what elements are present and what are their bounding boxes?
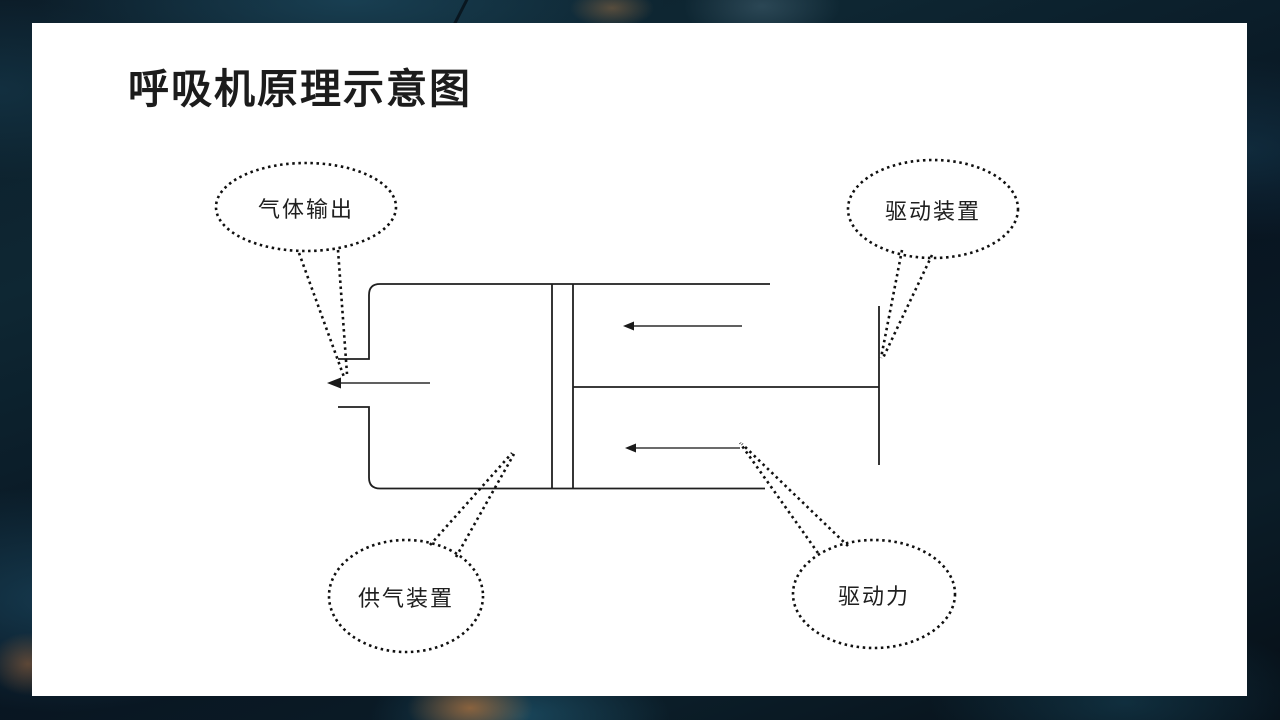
drive-device-callout-bubble — [846, 158, 1020, 260]
gas-output-callout-tail-right — [336, 249, 349, 375]
upper-flow-arrow-head — [623, 321, 634, 331]
gas-supply-callout-tail-left — [429, 452, 513, 546]
gas-output-label: 气体输出 — [257, 197, 354, 222]
gas-output-callout-tail-left — [297, 252, 346, 378]
gas-supply-label: 供气装置 — [357, 586, 454, 611]
outlet-arrow-head — [327, 377, 341, 389]
gas-supply-callout-bubble — [327, 538, 485, 654]
slide-title: 呼吸机原理示意图 — [128, 66, 472, 112]
driving-force-label: 驱动力 — [837, 584, 910, 609]
driving-force-callout-bubble — [791, 538, 957, 650]
drive-device-callout-tail-left — [879, 249, 904, 359]
driving-force-callout-tail-left — [738, 442, 820, 554]
lower-flow-arrow-head — [625, 443, 636, 453]
drive-device-label: 驱动装置 — [884, 199, 981, 224]
ventilator-schematic — [214, 158, 1020, 654]
cylinder-outline — [338, 283, 770, 490]
driving-force-callout-tail-right — [741, 443, 849, 547]
presentation-slide: 呼吸机原理示意图 — [32, 23, 1247, 696]
drive-device-callout-tail-right — [881, 254, 934, 359]
gas-supply-callout-tail-right — [454, 453, 516, 558]
gas-output-callout-bubble — [214, 161, 398, 253]
